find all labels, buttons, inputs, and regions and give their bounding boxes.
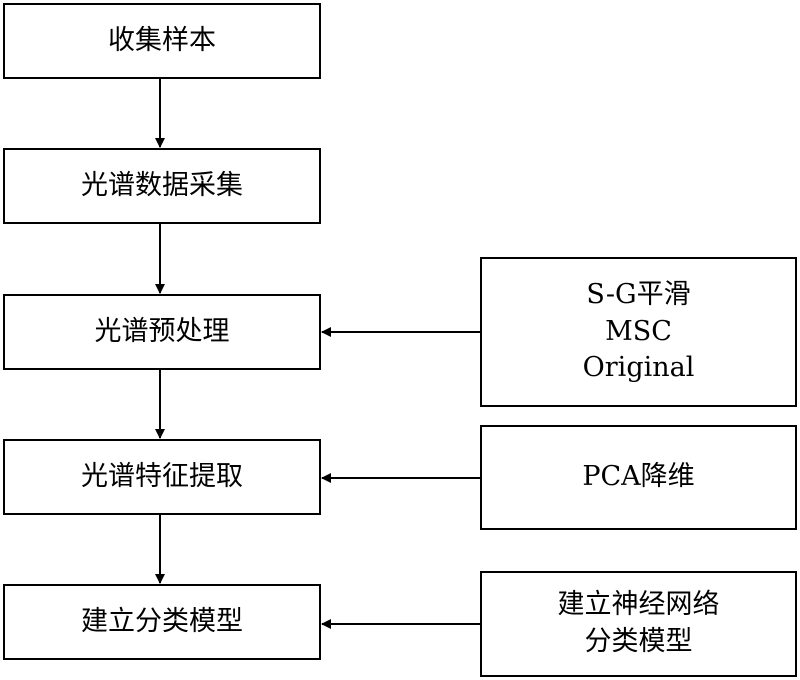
step-label: 光谱数据采集 <box>81 169 243 201</box>
method-preprocessing-options: S-G平滑 MSC Original <box>480 257 797 407</box>
method-line: 分类模型 <box>584 626 693 657</box>
step-label: 收集样本 <box>108 24 216 56</box>
step-label: 光谱预处理 <box>94 315 230 347</box>
step-label: 建立分类模型 <box>81 605 243 637</box>
step-collect-samples: 收集样本 <box>3 3 321 79</box>
method-line: S-G平滑 <box>586 278 691 310</box>
step-spectral-data-acquisition: 光谱数据采集 <box>3 148 321 224</box>
method-neural-network-model: 建立神经网络 分类模型 <box>480 571 797 677</box>
method-line: PCA降维 <box>582 461 695 493</box>
step-build-classification-model: 建立分类模型 <box>3 584 321 660</box>
step-spectral-feature-extraction: 光谱特征提取 <box>3 439 321 515</box>
method-pca-reduction: PCA降维 <box>480 425 797 530</box>
method-line: Original <box>582 352 695 384</box>
step-label: 光谱特征提取 <box>81 460 243 492</box>
step-spectral-preprocessing: 光谱预处理 <box>3 294 321 370</box>
method-line: 建立神经网络 <box>557 589 720 621</box>
method-line: MSC <box>605 315 672 347</box>
